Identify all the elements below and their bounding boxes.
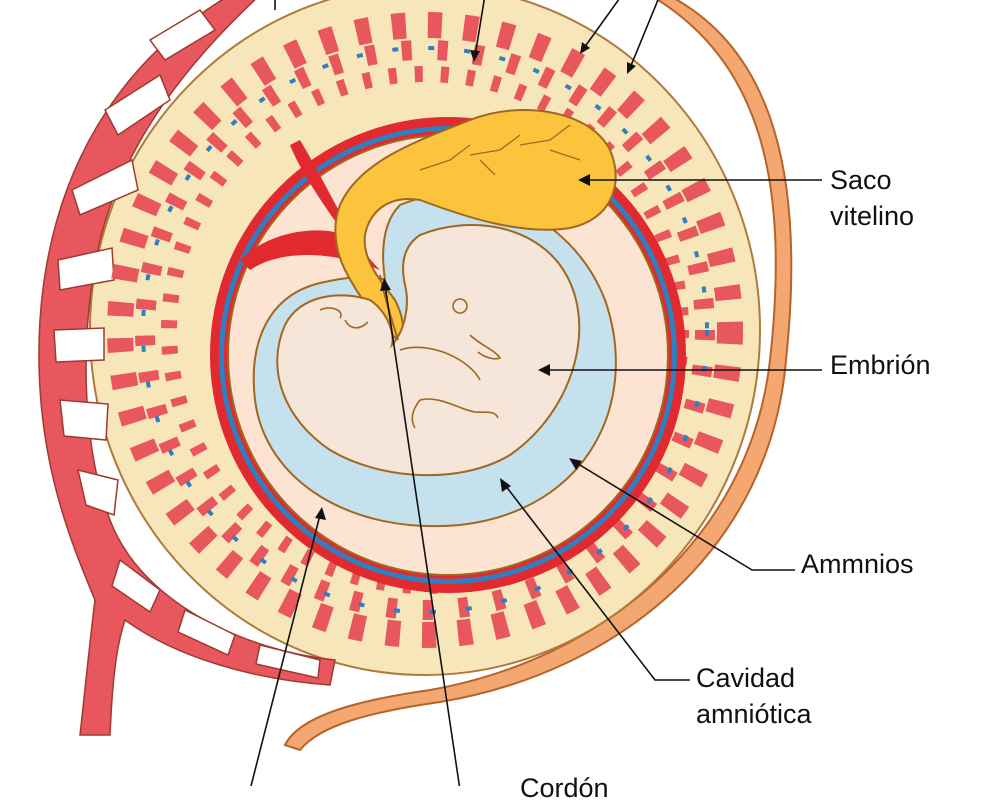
arrowhead-cavidad	[500, 478, 511, 492]
label-cordon: Cordón	[520, 770, 609, 806]
embryo	[276, 224, 581, 477]
arrowhead-cordon	[380, 278, 391, 291]
pointer-lines	[250, 0, 822, 786]
label-cavidad-line2: amniótica	[696, 699, 812, 729]
label-saco-vitelino: Saco vitelino	[830, 162, 914, 234]
embryo-diagram	[38, 0, 822, 786]
arrowhead-saco	[578, 174, 590, 186]
arrowhead-ammnios	[569, 458, 582, 470]
label-saco-vitelino-line2: vitelino	[830, 201, 915, 231]
arrowheads	[315, 42, 636, 520]
label-embrion-text: Embrión	[830, 350, 931, 380]
label-cordon-text: Cordón	[520, 773, 609, 803]
pointer-top-2	[474, 0, 485, 57]
arrowhead-corion	[315, 507, 326, 520]
arrowhead-embrion	[538, 364, 550, 376]
label-saco-vitelino-line1: Saco	[830, 165, 892, 195]
uterine-wall	[283, 0, 793, 752]
label-ammnios-text: Ammnios	[801, 549, 914, 579]
label-cavidad-line1: Cavidad	[696, 663, 796, 693]
arrowhead-top-4	[627, 62, 636, 74]
pointer-corion	[250, 514, 321, 786]
label-embrion: Embrión	[830, 347, 931, 383]
pointer-top-4	[629, 0, 659, 69]
chorion-white-gaps	[53, 9, 321, 679]
label-ammnios: Ammnios	[801, 546, 914, 582]
arrowhead-top-3	[580, 42, 590, 54]
pointer-cordon	[384, 284, 461, 786]
label-cavidad-amniotica: Cavidad amniótica	[696, 660, 812, 732]
pointer-cavidad	[504, 484, 690, 681]
arrowhead-top-2	[470, 50, 480, 62]
yolk-sac-vessels	[419, 124, 581, 176]
pointer-ammnios	[574, 461, 795, 571]
pointer-top-3	[583, 0, 620, 49]
embryo-details	[319, 298, 502, 429]
